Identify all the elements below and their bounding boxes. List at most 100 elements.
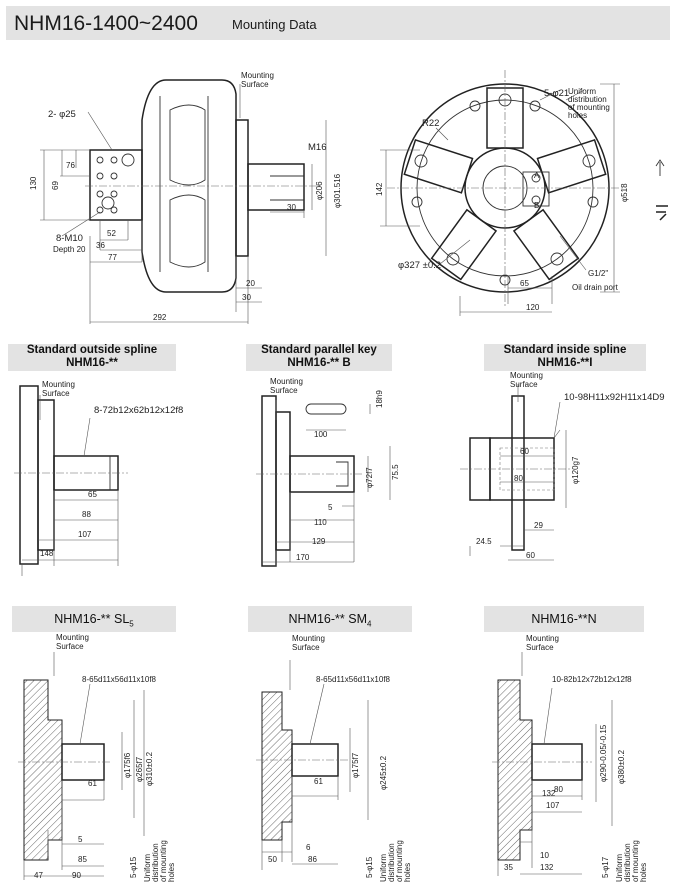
text: holes: [568, 111, 587, 120]
variant-title: NHM16-** SM: [288, 612, 368, 626]
text: Surface: [241, 80, 269, 89]
text: Surface: [526, 643, 554, 652]
text: holes: [167, 863, 176, 882]
dim: φ120g7: [571, 456, 580, 484]
dim-line: [60, 150, 90, 177]
dim: φ265f7: [135, 756, 144, 782]
dim-line: [291, 776, 339, 862]
text: Surface: [292, 643, 320, 652]
dim-69: 69: [51, 181, 60, 190]
holes-note: Uniform distribution of mounting holes: [568, 87, 612, 120]
main-front-view: [387, 70, 623, 306]
text: Mounting: [526, 634, 559, 643]
flange-section: [261, 691, 293, 841]
tapped-hole: [96, 172, 104, 180]
variant-model: NHM16-**: [66, 357, 118, 369]
flange-section: [497, 679, 533, 861]
dim: 5-φ15: [129, 856, 138, 878]
dim-line: [469, 529, 554, 561]
text: Mounting: [241, 71, 274, 80]
dim-line: [600, 83, 620, 293]
dim-518: φ518: [620, 183, 629, 202]
dim-line: [235, 256, 262, 312]
dim-line: [262, 505, 354, 563]
dim: 5: [78, 835, 83, 844]
variant-tag-parallel: Standard parallel key NHM16-** B: [246, 344, 392, 371]
leader-line: [521, 652, 553, 745]
dim: 5-φ17: [601, 856, 610, 878]
dim-327: φ327 ±0.2: [398, 260, 441, 271]
variant-title: NHM16-** SL: [54, 612, 130, 626]
dim: 80: [514, 474, 523, 483]
dim: 80: [554, 785, 563, 794]
tapped-hole: [96, 156, 104, 164]
bolt-hole: [101, 196, 115, 210]
leader-line: [517, 384, 561, 439]
dim: 65: [88, 490, 97, 499]
dim: 107: [78, 530, 92, 539]
variant-model: NHM16-**I: [537, 357, 593, 369]
port-b: [531, 195, 541, 205]
holes-note: Uniform distribution of mounting holes: [615, 838, 648, 882]
variant-title: Standard inside spline: [503, 344, 627, 356]
dim: 88: [82, 510, 91, 519]
variant-subscript: 4: [367, 619, 372, 629]
text: Mounting: [56, 633, 89, 642]
dim: 60: [526, 551, 535, 560]
text: Surface: [56, 642, 84, 651]
holes-note: Uniform distribution of mounting holes: [143, 838, 176, 882]
dim-line: [553, 429, 567, 508]
dim-line: [500, 455, 554, 483]
leader-line: [435, 127, 449, 141]
page-header: NHM16-1400~2400 Mounting Data: [6, 6, 670, 40]
tapped-hole: [96, 190, 104, 198]
text: Surface: [270, 386, 298, 395]
text: distribution: [151, 843, 160, 882]
dim: 107: [546, 801, 560, 810]
leader-line: [559, 235, 587, 271]
dim-line: [270, 210, 305, 218]
dim: 6: [306, 843, 311, 852]
dim-36: 36: [96, 241, 105, 250]
spline-label: 10-82b12x72b12x12f8: [552, 675, 632, 684]
dim: 35: [504, 863, 513, 872]
holes-label: 5-φ21: [544, 88, 569, 99]
dim-292: 292: [153, 313, 167, 322]
flange: [19, 385, 39, 565]
text: of mounting: [568, 103, 610, 112]
dim: 85: [78, 855, 87, 864]
text: Surface: [510, 380, 538, 389]
dim-77: 77: [108, 253, 117, 262]
dim: φ72f7: [365, 467, 374, 488]
variant-tag-sm4: NHM16-** SM4: [248, 606, 412, 632]
leader-line: [289, 660, 325, 745]
dim: 24.5: [476, 537, 492, 546]
dim: 110: [314, 518, 327, 527]
text: distribution: [568, 95, 607, 104]
dim: φ245±0.2: [379, 755, 388, 790]
dim-142: 142: [375, 182, 384, 196]
port-b-label: B: [534, 201, 539, 210]
bolt-holes-label: 2- φ25: [48, 109, 76, 120]
dim: φ380±0.2: [617, 749, 626, 784]
dim: 86: [308, 855, 317, 864]
dim: 132: [540, 863, 554, 872]
dim-line: [595, 700, 613, 826]
text: Mounting: [270, 377, 303, 386]
holes-note: Uniform distribution of mounting holes: [379, 838, 412, 882]
dim: 47: [34, 871, 43, 880]
dim: 5: [328, 503, 333, 512]
drain-label: Oil drain port: [572, 283, 619, 292]
dim: 50: [268, 855, 277, 864]
dim-line: [121, 690, 145, 836]
text: holes: [639, 863, 648, 882]
arrow-down-icon: [656, 205, 668, 221]
leader-line: [39, 395, 91, 457]
tapped-hole: [110, 190, 118, 198]
text: Mounting: [510, 371, 543, 380]
